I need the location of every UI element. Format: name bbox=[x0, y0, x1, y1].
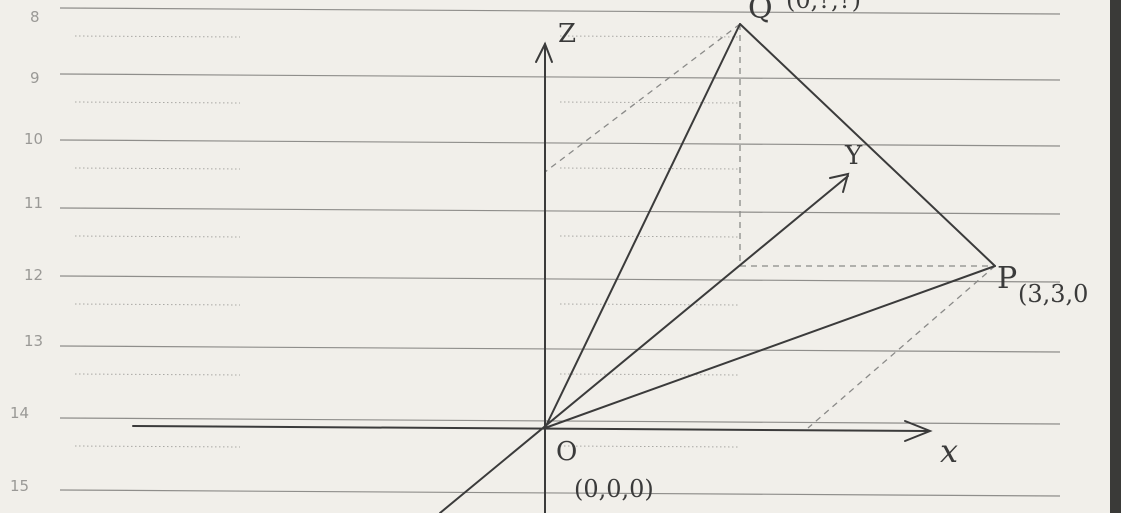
line-number-11: 11 bbox=[24, 194, 43, 212]
line-number-9: 9 bbox=[30, 69, 40, 87]
vectors bbox=[544, 23, 996, 429]
ruled-lines bbox=[59, 7, 1061, 497]
y-axis bbox=[439, 175, 849, 513]
segment-qp bbox=[739, 23, 996, 267]
point-p-label: P bbox=[997, 261, 1017, 296]
handwritten-labels: Z Y x O (0,0,0) P (3,3,0 Q (0,?,?) bbox=[556, 0, 1088, 503]
x-axis-label: x bbox=[940, 432, 958, 470]
line-number-13: 13 bbox=[24, 332, 43, 350]
dashed-p-to-x-axis bbox=[807, 265, 996, 429]
z-axis-label: Z bbox=[558, 19, 576, 49]
line-number-15: 15 bbox=[10, 477, 29, 495]
ruled-line bbox=[59, 73, 1061, 81]
ruled-line bbox=[59, 139, 1061, 147]
coordinate-axes bbox=[132, 41, 933, 513]
point-p-coordinates: (3,3,0 bbox=[1018, 280, 1088, 308]
ruled-line bbox=[59, 207, 1061, 215]
x-axis bbox=[132, 425, 929, 432]
line-number-12: 12 bbox=[24, 266, 43, 284]
ruled-line bbox=[59, 7, 1061, 15]
page-edge bbox=[1110, 0, 1121, 513]
dashed-q-to-z-axis bbox=[544, 23, 741, 173]
ruled-line bbox=[59, 489, 1061, 497]
line-numbers: 8 9 10 11 12 13 14 15 bbox=[10, 8, 43, 495]
ruled-line bbox=[59, 345, 1061, 353]
vector-oq bbox=[544, 23, 741, 429]
point-q-label: Q bbox=[748, 0, 773, 26]
origin-label: O bbox=[556, 437, 577, 467]
line-number-14: 14 bbox=[10, 404, 29, 422]
y-axis-label: Y bbox=[844, 141, 863, 171]
origin-coordinates: (0,0,0) bbox=[574, 475, 654, 503]
point-q-coordinates: (0,?,?) bbox=[786, 0, 861, 14]
y-axis-arrowhead bbox=[829, 172, 850, 193]
dashed-construction-lines bbox=[544, 23, 996, 429]
line-number-8: 8 bbox=[30, 8, 40, 26]
z-axis-arrowhead bbox=[535, 41, 553, 63]
ruled-line bbox=[59, 275, 1061, 283]
ruled-line bbox=[59, 417, 1061, 425]
x-axis-arrowhead bbox=[904, 420, 933, 442]
line-number-10: 10 bbox=[24, 130, 43, 148]
vector-op bbox=[544, 265, 996, 429]
